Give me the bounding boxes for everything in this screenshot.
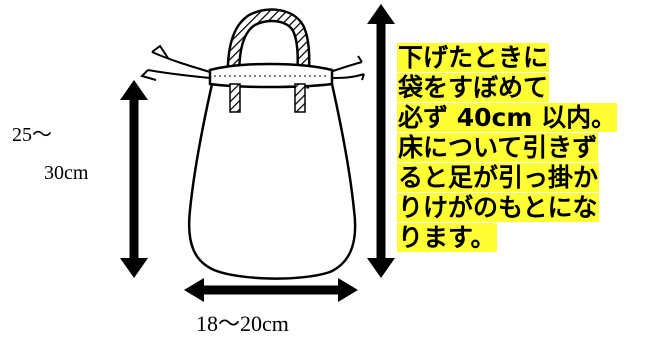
height-range-label: 25～ [12, 124, 52, 146]
bag-body [187, 83, 357, 280]
handle-straps [229, 83, 306, 113]
length-warning-note: 下げたときに 袋をすぼめて 必ず 40cm 以内。 床について引きず ると足が引… [397, 43, 618, 253]
height-unit-label: 30cm [44, 162, 89, 184]
note-line: 必ず 40cm 以内。 [397, 103, 618, 132]
note-line: 下げたときに [397, 43, 550, 72]
max-length-arrow [367, 4, 395, 278]
note-line: 袋をすぼめて [397, 73, 550, 102]
note-line: ります。 [397, 223, 497, 252]
height-arrow [120, 80, 148, 278]
drawstring-right [329, 55, 365, 81]
note-line: ると足が引っ掛か [397, 163, 600, 192]
note-line: 床について引きず [397, 133, 599, 162]
bag-top [208, 62, 334, 89]
note-line: りけがのもとにな [397, 193, 599, 222]
bag-handles [226, 8, 311, 89]
drawstring-left [140, 44, 211, 81]
width-range-label: 18～20cm [196, 311, 289, 336]
width-arrow [184, 278, 358, 302]
